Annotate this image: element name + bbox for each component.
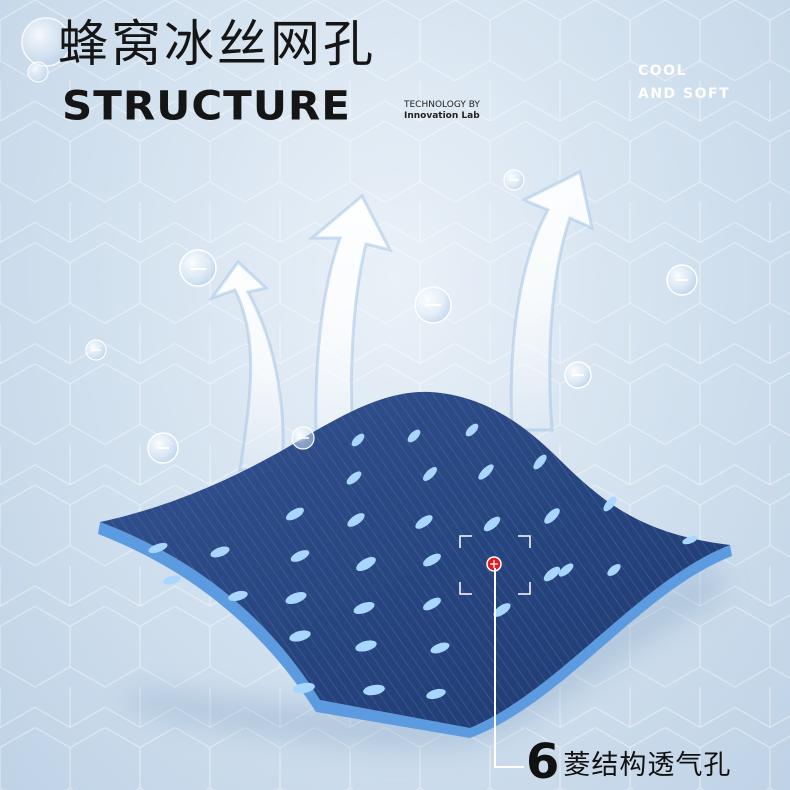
mesh-holes (148, 423, 698, 700)
callout-text: 菱结构透气孔 (563, 749, 732, 781)
airflow-arrow-icon (207, 259, 285, 472)
airflow-arrow-icon (307, 193, 393, 482)
tech-credit-line1: TECHNOLOGY BY (404, 100, 480, 110)
bubble-icon (503, 169, 525, 191)
bubble-icon (666, 264, 698, 296)
focus-marker-icon (459, 535, 531, 595)
bubble-icon (414, 286, 452, 324)
bubble-icon (147, 432, 179, 464)
title-english: STRUCTURE (62, 82, 351, 129)
airflow-arrow-icon (509, 169, 595, 432)
feature-callout: 6 菱结构透气孔 (526, 734, 731, 790)
tech-credit: TECHNOLOGY BY Innovation Lab (404, 100, 480, 122)
bubble-icon (291, 426, 315, 450)
tagline-line1: COOL (638, 63, 687, 79)
callout-number: 6 (526, 734, 560, 790)
tech-credit-line2: Innovation Lab (404, 111, 480, 121)
bubble-icon (564, 361, 592, 389)
tagline-line2: AND SOFT (638, 86, 731, 102)
bubble-icon (85, 339, 107, 361)
bubble-icon (179, 249, 217, 287)
tagline: COOL AND SOFT (638, 60, 730, 106)
bubble-icon (21, 17, 71, 83)
callout-leader-tick (494, 766, 524, 768)
title-chinese: 蜂窝冰丝网孔 (58, 15, 376, 73)
callout-leader-line (494, 568, 496, 768)
